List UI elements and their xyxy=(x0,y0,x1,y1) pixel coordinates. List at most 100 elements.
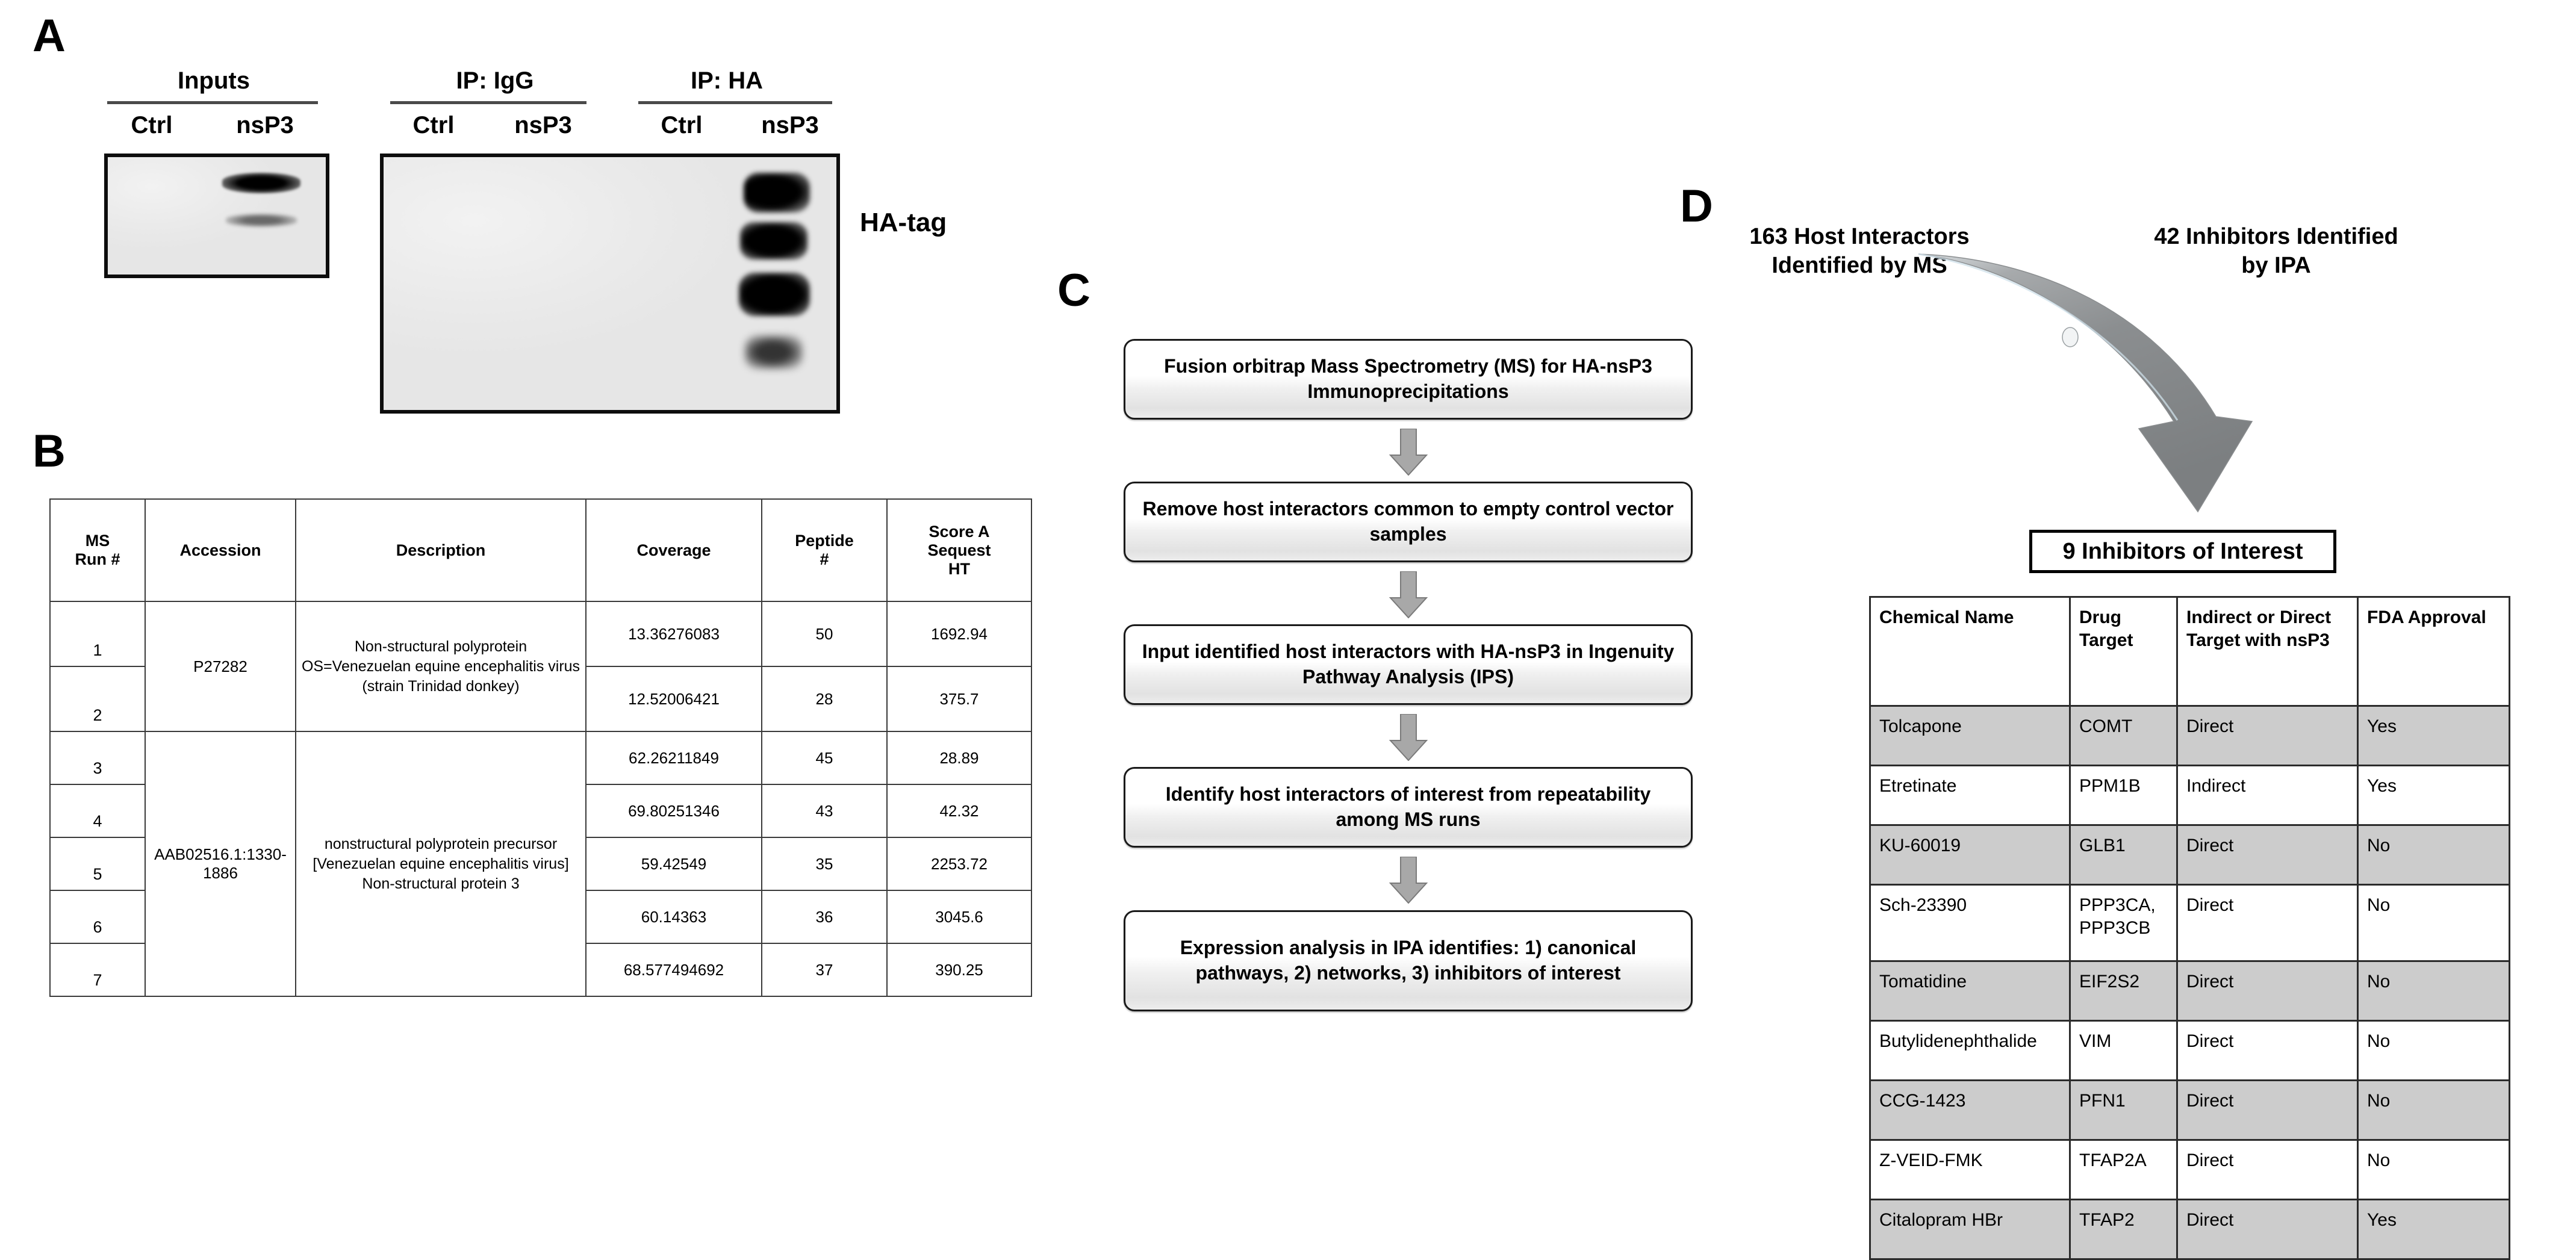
band-inputs-nsp3-faint xyxy=(226,214,297,227)
cell-peptide: 43 xyxy=(761,784,888,838)
cell-chemical-name: Etretinate xyxy=(1869,765,2071,826)
cell-ms-run: 1 xyxy=(49,601,146,667)
cell-ms-run: 4 xyxy=(49,784,146,838)
cell-description: Non-structural polyprotein OS=Venezuelan… xyxy=(295,601,586,732)
cell-score: 375.7 xyxy=(886,666,1032,732)
cell-drug-target: GLB1 xyxy=(2069,824,2178,886)
cell-chemical-name: Z-VEID-FMK xyxy=(1869,1139,2071,1200)
cell-target-mode: Direct xyxy=(2176,824,2359,886)
cell-ms-run: 6 xyxy=(49,890,146,944)
band-ha-nsp3-3 xyxy=(739,273,810,316)
cell-target-mode: Direct xyxy=(2176,1020,2359,1081)
cell-drug-target: TFAP2 xyxy=(2069,1199,2178,1260)
cell-chemical-name: CCG-1423 xyxy=(1869,1079,2071,1141)
table-row: 1 P27282 Non-structural polyprotein OS=V… xyxy=(49,601,1032,732)
flow-arrow-2 xyxy=(1389,571,1428,618)
panel-letter-d: D xyxy=(1680,181,1713,232)
lane-label-igg-nsp3: nsP3 xyxy=(514,112,572,138)
band-ha-nsp3-4 xyxy=(745,335,803,369)
cell-drug-target: COMT xyxy=(2069,705,2178,766)
cell-chemical-name: Citalopram HBr xyxy=(1869,1199,2071,1260)
table-row: Sch-23390 PPP3CA, PPP3CB Direct No xyxy=(1869,884,2510,962)
cell-chemical-name: KU-60019 xyxy=(1869,824,2071,886)
group-label-inputs: Inputs xyxy=(178,67,250,94)
cell-score: 28.89 xyxy=(886,731,1032,785)
cell-fda-approval: No xyxy=(2357,1139,2510,1200)
lane-label-ha-nsp3: nsP3 xyxy=(761,112,819,138)
cell-description: nonstructural polyprotein precursor [Ven… xyxy=(295,731,586,997)
cell-fda-approval: Yes xyxy=(2357,705,2510,766)
cell-accession: AAB02516.1:1330-1886 xyxy=(145,731,296,997)
flow-arrow-4 xyxy=(1389,857,1428,904)
panel-letter-c: C xyxy=(1057,265,1090,316)
col-header-peptide: Peptide # xyxy=(761,498,888,602)
table-row: Citalopram HBr TFAP2 Direct Yes xyxy=(1869,1199,2510,1260)
table-row: Butylidenephthalide VIM Direct No xyxy=(1869,1020,2510,1081)
cell-peptide: 35 xyxy=(761,837,888,891)
cell-coverage: 12.52006421 xyxy=(585,666,762,732)
col-header-accession: Accession xyxy=(145,498,296,602)
col-header-drug-target: Drug Target xyxy=(2069,596,2178,707)
result-title-box: 9 Inhibitors of Interest xyxy=(2029,530,2336,573)
source-count-label: 163 Host Interactors Identified by MS xyxy=(1749,224,1970,278)
flow-step-4: Identify host interactors of interest fr… xyxy=(1124,767,1693,848)
cell-coverage: 68.577494692 xyxy=(585,943,762,997)
table-row: 3 AAB02516.1:1330-1886 nonstructural pol… xyxy=(49,731,1032,997)
col-header-fda-approval: FDA Approval xyxy=(2357,596,2510,707)
cell-fda-approval: Yes xyxy=(2357,765,2510,826)
cell-chemical-name: Tolcapone xyxy=(1869,705,2071,766)
table-row: CCG-1423 PFN1 Direct No xyxy=(1869,1079,2510,1141)
cell-score: 1692.94 xyxy=(886,601,1032,667)
cell-coverage: 62.26211849 xyxy=(585,731,762,785)
table-row: KU-60019 GLB1 Direct No xyxy=(1869,824,2510,886)
col-header-score: Score A Sequest HT xyxy=(886,498,1032,602)
cell-coverage: 13.36276083 xyxy=(585,601,762,667)
cell-fda-approval: No xyxy=(2357,884,2510,962)
cell-coverage: 59.42549 xyxy=(585,837,762,891)
group-rule-ip-ha xyxy=(638,101,832,104)
flow-arrow-1 xyxy=(1389,429,1428,476)
cell-ms-run: 2 xyxy=(49,666,146,732)
cell-chemical-name: Tomatidine xyxy=(1869,960,2071,1022)
blot-annotation-ha-tag: HA-tag xyxy=(860,208,947,237)
lane-label-igg-ctrl: Ctrl xyxy=(412,112,455,138)
cell-target-mode: Direct xyxy=(2176,1079,2359,1141)
cell-chemical-name: Sch-23390 xyxy=(1869,884,2071,962)
cell-fda-approval: No xyxy=(2357,824,2510,886)
blot-ip xyxy=(380,154,840,414)
table-row: Tomatidine EIF2S2 Direct No xyxy=(1869,960,2510,1022)
flow-arrow-3 xyxy=(1389,714,1428,761)
cell-target-mode: Direct xyxy=(2176,960,2359,1022)
cell-coverage: 69.80251346 xyxy=(585,784,762,838)
cell-ms-run: 7 xyxy=(49,943,146,997)
cell-peptide: 37 xyxy=(761,943,888,997)
cell-drug-target: TFAP2A xyxy=(2069,1139,2178,1200)
cell-peptide: 50 xyxy=(761,601,888,667)
cell-score: 2253.72 xyxy=(886,837,1032,891)
cell-accession: P27282 xyxy=(145,601,296,732)
cell-score: 3045.6 xyxy=(886,890,1032,944)
panel-letter-b: B xyxy=(33,426,66,477)
table-row: 4 69.80251346 43 42.32 xyxy=(49,784,1032,838)
cell-ms-run: 5 xyxy=(49,837,146,891)
lane-label-inputs-ctrl: Ctrl xyxy=(131,112,173,138)
cell-fda-approval: No xyxy=(2357,1079,2510,1141)
col-header-target-mode: Indirect or Direct Target with nsP3 xyxy=(2176,596,2359,707)
lane-label-inputs-nsp3: nsP3 xyxy=(236,112,294,138)
cell-coverage: 60.14363 xyxy=(585,890,762,944)
cell-score: 390.25 xyxy=(886,943,1032,997)
cell-fda-approval: No xyxy=(2357,960,2510,1022)
cell-target-mode: Direct xyxy=(2176,1139,2359,1200)
table-row: 7 68.577494692 37 390.25 xyxy=(49,943,1032,997)
col-header-description: Description xyxy=(295,498,586,602)
table-row: 5 59.42549 35 2253.72 xyxy=(49,837,1032,891)
cell-drug-target: EIF2S2 xyxy=(2069,960,2178,1022)
col-header-coverage: Coverage xyxy=(585,498,762,602)
col-header-chemical-name: Chemical Name xyxy=(1869,596,2071,707)
cell-drug-target: PPM1B xyxy=(2069,765,2178,826)
ms-runs-table: MS Run # Accession Description Coverage … xyxy=(49,498,1032,997)
panel-letter-a: A xyxy=(33,10,66,61)
inhibitors-table: Chemical Name Drug Target Indirect or Di… xyxy=(1869,596,2510,1260)
target-count-label: 42 Inhibitors Identified by IPA xyxy=(2154,224,2398,278)
